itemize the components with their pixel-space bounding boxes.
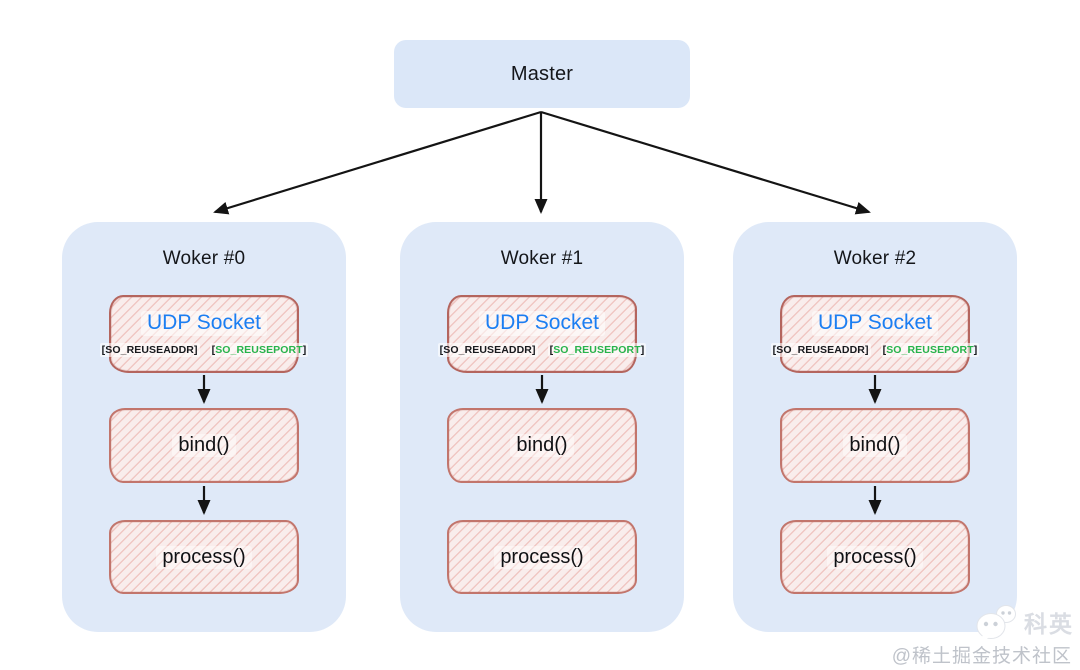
so-reuseport-label: [SO_REUSEPORT]	[880, 342, 980, 357]
process-box: process()	[780, 520, 970, 594]
process-label: process()	[156, 545, 252, 569]
bind-label: bind()	[172, 434, 236, 457]
watermark-community: @稀土掘金技术社区	[891, 646, 1072, 667]
socket-options: [SO_REUSEADDR] [SO_REUSEPORT]	[770, 342, 980, 357]
watermark-brand: 科英	[1024, 610, 1074, 637]
bind-box: bind()	[447, 408, 637, 483]
watermark: 科英 @稀土掘金技术社区	[892, 603, 1074, 666]
worker-title: Woker #1	[500, 248, 584, 269]
master-label: Master	[510, 62, 574, 85]
udp-socket-label: UDP Socket	[479, 311, 605, 336]
worker-panel-2: Woker #2 UDP Socket [SO_REUSEADDR] [SO_R…	[733, 222, 1017, 632]
process-box: process()	[109, 520, 299, 594]
so-reuseaddr-label: [SO_REUSEADDR]	[770, 342, 871, 357]
udp-socket-box: UDP Socket [SO_REUSEADDR] [SO_REUSEPORT]	[99, 295, 309, 373]
so-reuseport-label: [SO_REUSEPORT]	[547, 342, 647, 357]
so-reuseaddr-label: [SO_REUSEADDR]	[437, 342, 538, 357]
master-node: Master	[394, 40, 690, 108]
bind-label: bind()	[510, 434, 574, 457]
process-label: process()	[494, 545, 590, 569]
worker-title: Woker #2	[833, 248, 917, 269]
bind-box: bind()	[780, 408, 970, 483]
arrow-master-to-worker2	[540, 110, 871, 215]
udp-socket-label: UDP Socket	[812, 311, 938, 336]
bind-box: bind()	[109, 408, 299, 483]
worker-title: Woker #0	[162, 248, 246, 269]
bind-label: bind()	[843, 434, 907, 457]
udp-socket-label: UDP Socket	[141, 311, 267, 336]
arrow-master-to-worker0	[213, 110, 542, 215]
process-box: process()	[447, 520, 637, 594]
socket-options: [SO_REUSEADDR] [SO_REUSEPORT]	[437, 342, 647, 357]
udp-socket-box: UDP Socket [SO_REUSEADDR] [SO_REUSEPORT]	[770, 295, 980, 373]
udp-socket-box: UDP Socket [SO_REUSEADDR] [SO_REUSEPORT]	[437, 295, 647, 373]
wechat-icon	[976, 605, 1016, 642]
so-reuseaddr-label: [SO_REUSEADDR]	[99, 342, 200, 357]
worker-panel-1: Woker #1 UDP Socket [SO_REUSEADDR] [SO_R…	[400, 222, 684, 632]
so-reuseport-label: [SO_REUSEPORT]	[209, 342, 309, 357]
worker-panel-0: Woker #0 UDP Socket [SO_REUSEADDR] [SO_R…	[62, 222, 346, 632]
socket-options: [SO_REUSEADDR] [SO_REUSEPORT]	[99, 342, 309, 357]
process-label: process()	[827, 545, 923, 569]
